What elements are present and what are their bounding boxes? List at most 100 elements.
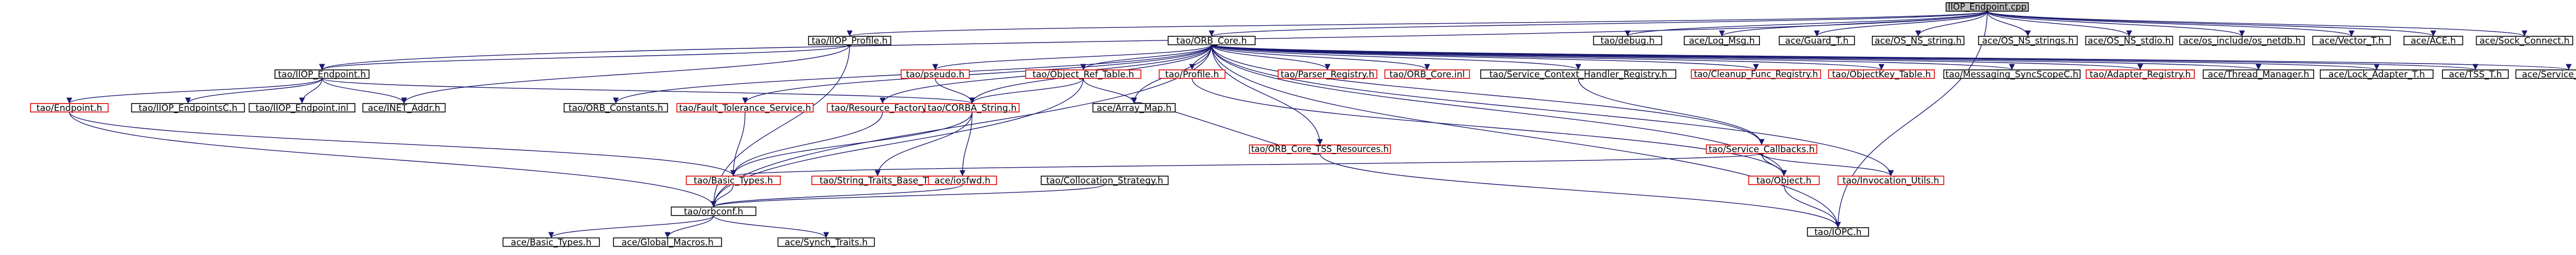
node-label-ace_h: ace/ACE.h: [2411, 36, 2456, 46]
node-synch_traits_h[interactable]: ace/Synch_Traits.h: [777, 237, 875, 248]
node-iiop_endpoint_h[interactable]: tao/IIOP_Endpoint.h: [274, 69, 370, 80]
node-invocation_utils_h[interactable]: tao/Invocation_Utils.h: [1837, 176, 1944, 186]
node-box-orb_constants_h: [563, 103, 668, 113]
node-box-ace_h: [2404, 36, 2463, 45]
node-service_config_h[interactable]: ace/Service_Config.h: [2515, 69, 2576, 80]
edge-iiop_profile_h-to-iiop_endpoint_h: [319, 44, 850, 70]
edge-iiop_endpoint_cpp-to-vector_t_h: [1987, 11, 2355, 37]
node-collocation_strategy_h[interactable]: tao/Collocation_Strategy.h: [1041, 176, 1169, 186]
edge-orb_core_h-to-service_config_h: [1211, 44, 2571, 70]
node-label-invocation_utils_h: tao/Invocation_Utils.h: [1842, 176, 1939, 186]
node-label-iosfwd_h: ace/iosfwd.h: [934, 176, 991, 186]
node-os_ns_string_h[interactable]: ace/OS_NS_string.h: [1871, 36, 1964, 46]
node-messaging_syncscope_h[interactable]: tao/Messaging_SyncScopeC.h: [1943, 69, 2081, 80]
edge-corba_string_h-to-string_traits_base_h: [874, 111, 973, 176]
node-debug_h[interactable]: tao/debug.h: [1593, 36, 1663, 46]
node-sock_connect_h[interactable]: ace/Sock_Connect.h: [2476, 36, 2573, 46]
node-label-iiop_endpoint_cpp: IIOP_Endpoint.cpp: [1948, 2, 2027, 13]
node-orbconf_h[interactable]: tao/orbconf.h: [670, 206, 757, 217]
node-label-log_msg_h: ace/Log_Msg.h: [1689, 36, 1755, 46]
node-service_callbacks_h[interactable]: tao/Service_Callbacks.h: [1706, 145, 1818, 155]
node-iopc_h[interactable]: tao/IOPC.h: [1807, 227, 1869, 238]
node-adapter_registry_h[interactable]: tao/Adapter_Registry.h: [2085, 69, 2195, 80]
node-pseudo_h[interactable]: tao/pseudo.h: [900, 69, 970, 80]
node-label-cleanup_func_registry_h: tao/Cleanup_Func_Registry.h: [1694, 69, 1818, 80]
node-label-fault_tolerance_service_h: tao/Fault_Tolerance_Service.h: [679, 103, 811, 114]
node-endpoint_h[interactable]: tao/Endpoint.h: [30, 103, 109, 114]
node-label-synch_traits_h: ace/Synch_Traits.h: [785, 238, 868, 248]
node-object_ref_table_h[interactable]: tao/Object_Ref_Table.h: [1025, 69, 1142, 80]
edge-collocation_strategy_h-to-orbconf_h: [710, 184, 1105, 208]
edge-iiop_endpoint_cpp-to-orb_core_h: [1209, 11, 1988, 37]
node-orb_constants_h[interactable]: tao/ORB_Constants.h: [563, 103, 668, 114]
edge-iiop_profile_h-to-inet_addr_h: [401, 45, 850, 104]
edge-orb_core_h-to-iopc_h: [1211, 45, 1841, 228]
node-objectkey_table_h[interactable]: tao/ObjectKey_Table.h: [1828, 69, 1935, 80]
node-box-orbconf_h: [670, 206, 757, 216]
node-orb_core_h[interactable]: tao/ORB_Core.h: [1167, 36, 1256, 46]
node-log_msg_h[interactable]: ace/Log_Msg.h: [1684, 36, 1760, 46]
node-os_ns_stdio_h[interactable]: ace/OS_NS_stdio.h: [2085, 36, 2173, 46]
edge-iiop_endpoint_h-to-iiop_endpointsc_h: [185, 78, 323, 104]
node-vector_t_h[interactable]: ace/Vector_T.h: [2312, 36, 2391, 46]
node-label-pseudo_h: tao/pseudo.h: [906, 69, 964, 80]
node-cleanup_func_registry_h[interactable]: tao/Cleanup_Func_Registry.h: [1691, 69, 1821, 80]
node-label-sock_connect_h: ace/Sock_Connect.h: [2479, 36, 2569, 46]
node-global_macros_h[interactable]: ace/Global_Macros.h: [613, 238, 722, 248]
node-box-iiop_endpointsc_h: [131, 103, 245, 113]
node-scch_registry_h[interactable]: tao/Service_Context_Handler_Registry.h: [1480, 69, 1676, 80]
node-object_h[interactable]: tao/Object.h: [1748, 176, 1820, 186]
node-label-service_callbacks_h: tao/Service_Callbacks.h: [1708, 145, 1815, 155]
edge-object_ref_table_h-to-corba_string_h: [969, 78, 1084, 104]
node-label-guard_t_h: ace/Guard_T.h: [1785, 36, 1849, 46]
node-os_ns_strings_h[interactable]: ace/OS_NS_strings.h: [1978, 36, 2078, 46]
edge-iosfwd_h-to-orbconf_h: [710, 184, 963, 208]
edge-iiop_endpoint_cpp-to-sock_connect_h: [1987, 11, 2528, 37]
node-lock_adapter_h[interactable]: ace/Lock_Adapter_T.h: [2319, 69, 2434, 80]
node-parser_registry_h[interactable]: tao/Parser_Registry.h: [1277, 69, 1378, 80]
node-resource_factory_h[interactable]: tao/Resource_Factory.h: [827, 103, 939, 114]
node-box-debug_h: [1593, 36, 1663, 45]
node-iosfwd_h[interactable]: ace/iosfwd.h: [928, 176, 997, 186]
edge-iiop_endpoint_cpp-to-os_ns_stdio_h: [1987, 11, 2132, 37]
node-thread_manager_h[interactable]: ace/Thread_Manager.h: [2203, 69, 2314, 80]
node-inet_addr_h[interactable]: ace/INET_Addr.h: [362, 103, 446, 114]
node-basic_types_h[interactable]: tao/Basic_Types.h: [686, 176, 781, 186]
node-label-parser_registry_h: tao/Parser_Registry.h: [1280, 69, 1374, 80]
node-box-orb_core_h: [1167, 36, 1256, 45]
node-box-guard_t_h: [1778, 36, 1855, 45]
node-box-synch_traits_h: [777, 237, 875, 247]
edge-endpoint_h-to-basic_types_h: [69, 111, 736, 177]
node-orb_core_inl[interactable]: tao/ORB_Core.inl: [1384, 69, 1470, 80]
edge-fault_tolerance_service_h-to-basic_types_h: [730, 111, 746, 176]
node-string_traits_base_h[interactable]: tao/String_Traits_Base_T.h: [811, 176, 944, 186]
node-netdb_h[interactable]: ace/os_include/os_netdb.h: [2179, 36, 2305, 46]
edge-orb_core_h-to-service_callbacks_h: [1211, 45, 1765, 145]
node-profile_h[interactable]: tao/Profile.h: [1158, 69, 1226, 80]
node-iiop_endpoint_cpp[interactable]: IIOP_Endpoint.cpp: [1946, 2, 2029, 13]
edge-orb_core_h-to-orb_core_tss_resources_h: [1211, 45, 1323, 145]
node-fault_tolerance_service_h[interactable]: tao/Fault_Tolerance_Service.h: [676, 103, 814, 114]
node-tss_t_h[interactable]: ace/TSS_T.h: [2442, 69, 2509, 80]
node-iiop_profile_h[interactable]: tao/IIOP_Profile.h: [808, 36, 891, 46]
edge-orbconf_h-to-ace_basic_types_h: [548, 215, 714, 239]
node-ace_basic_types_h[interactable]: ace/Basic_Types.h: [502, 237, 600, 248]
node-corba_string_h[interactable]: tao/CORBA_String.h: [924, 103, 1020, 114]
node-ace_h[interactable]: ace/ACE.h: [2404, 36, 2463, 46]
node-box-iiop_endpoint_h: [274, 69, 370, 79]
node-box-ace_basic_types_h: [502, 237, 600, 247]
node-guard_t_h[interactable]: ace/Guard_T.h: [1778, 36, 1855, 46]
node-label-vector_t_h: ace/Vector_T.h: [2319, 36, 2384, 46]
node-label-lock_adapter_h: ace/Lock_Adapter_T.h: [2328, 69, 2425, 80]
node-array_map_h[interactable]: ace/Array_Map.h: [1092, 103, 1176, 114]
edge-orb_core_h-to-parser_registry_h: [1211, 44, 1331, 70]
node-box-os_ns_stdio_h: [2085, 36, 2173, 45]
node-iiop_endpointsc_h[interactable]: tao/IIOP_EndpointsC.h: [131, 103, 245, 114]
edge-orb_core_h-to-objectkey_table_h: [1211, 44, 1885, 70]
node-box-sock_connect_h: [2476, 36, 2573, 45]
edge-orb_core_h-to-invocation_utils_h: [1211, 45, 1894, 176]
node-iiop_endpoint_inl[interactable]: tao/IIOP_Endpoint.inl: [249, 103, 355, 114]
node-label-string_traits_base_h: tao/String_Traits_Base_T.h: [820, 176, 936, 186]
node-orb_core_tss_resources_h[interactable]: tao/ORB_Core_TSS_Resources.h: [1249, 144, 1391, 155]
edge-iiop_endpoint_cpp-to-iopc_h: [1835, 11, 1988, 228]
